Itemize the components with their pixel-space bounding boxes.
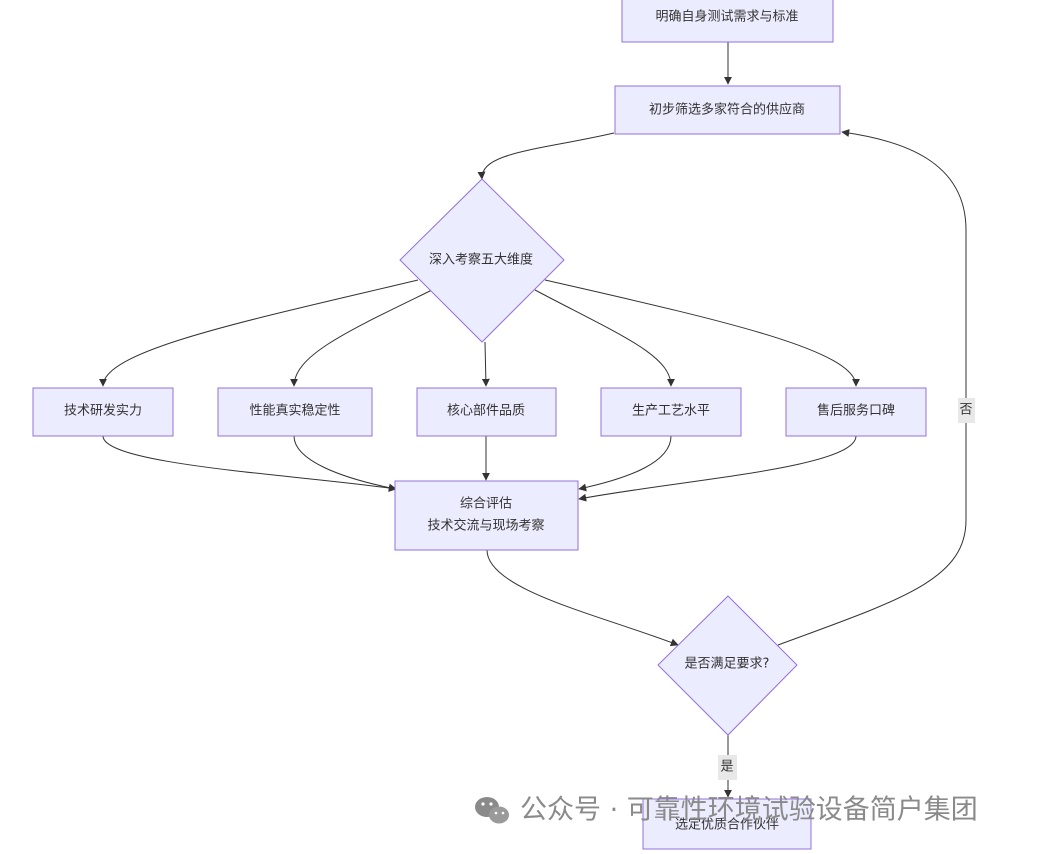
edges [99, 42, 967, 798]
edge-after-sales-to-evaluation [578, 435, 857, 502]
node-screen-suppliers-label: 初步筛选多家符合的供应商 [649, 102, 805, 118]
node-inspect-dimensions-label: 深入考察五大维度 [429, 252, 533, 268]
edge-label-yes: 是 [720, 760, 733, 775]
node-evaluation-label-line1: 综合评估 [460, 497, 512, 512]
node-meets-requirements [657, 595, 798, 736]
node-tech-rd-label: 技术研发实力 [64, 403, 142, 419]
node-after-sales [785, 387, 927, 437]
node-screen-suppliers [614, 85, 841, 135]
watermark: 公众号 · 可靠性环境试验设备简户集团 [475, 795, 978, 826]
node-define-needs [621, 0, 834, 43]
nodes [32, 0, 927, 850]
node-evaluation [394, 480, 579, 551]
node-select-partner-label: 选定优质合作伙伴 [675, 818, 779, 833]
node-evaluation-label-line2: 技术交流与现场考察 [427, 518, 544, 534]
node-craftsmanship [600, 387, 742, 437]
edge-screen-to-inspect [477, 132, 615, 180]
edge-decision-no-loop [777, 129, 967, 646]
node-define-needs-label: 明确自身测试需求与标准 [655, 9, 798, 25]
edge-inspect-to-core-parts [481, 341, 490, 387]
edge-evaluation-to-decision [486, 549, 679, 647]
edge-labels: 否 是 [718, 398, 975, 780]
node-performance [217, 387, 373, 437]
node-core-parts [416, 387, 557, 437]
edge-craftsmanship-to-evaluation [578, 435, 672, 492]
node-meets-requirements-label: 是否满足要求? [685, 657, 770, 672]
node-select-partner [642, 798, 812, 850]
watermark-text: 公众号 · 可靠性环境试验设备简户集团 [520, 795, 978, 826]
edge-inspect-to-craftsmanship [534, 289, 675, 387]
edge-label-no-bg [958, 398, 975, 423]
node-labels: 明确自身测试需求与标准 初步筛选多家符合的供应商 深入考察五大维度 技术研发实力… [64, 9, 895, 833]
edge-performance-to-evaluation [293, 435, 397, 492]
node-craftsmanship-label: 生产工艺水平 [632, 404, 710, 419]
edge-label-no: 否 [959, 403, 972, 418]
node-inspect-dimensions [399, 178, 565, 343]
node-core-parts-label: 核心部件品质 [447, 404, 525, 419]
node-tech-rd [32, 387, 174, 437]
edge-tech-rd-to-evaluation [102, 435, 397, 492]
edge-inspect-to-tech-rd [99, 279, 419, 387]
edge-label-yes-bg [718, 755, 737, 780]
wechat-icon [475, 797, 509, 824]
edge-inspect-to-after-sales [544, 279, 860, 387]
node-after-sales-label: 售后服务口碑 [817, 403, 895, 419]
node-performance-label: 性能真实稳定性 [249, 403, 340, 419]
edge-inspect-to-performance [290, 289, 433, 387]
